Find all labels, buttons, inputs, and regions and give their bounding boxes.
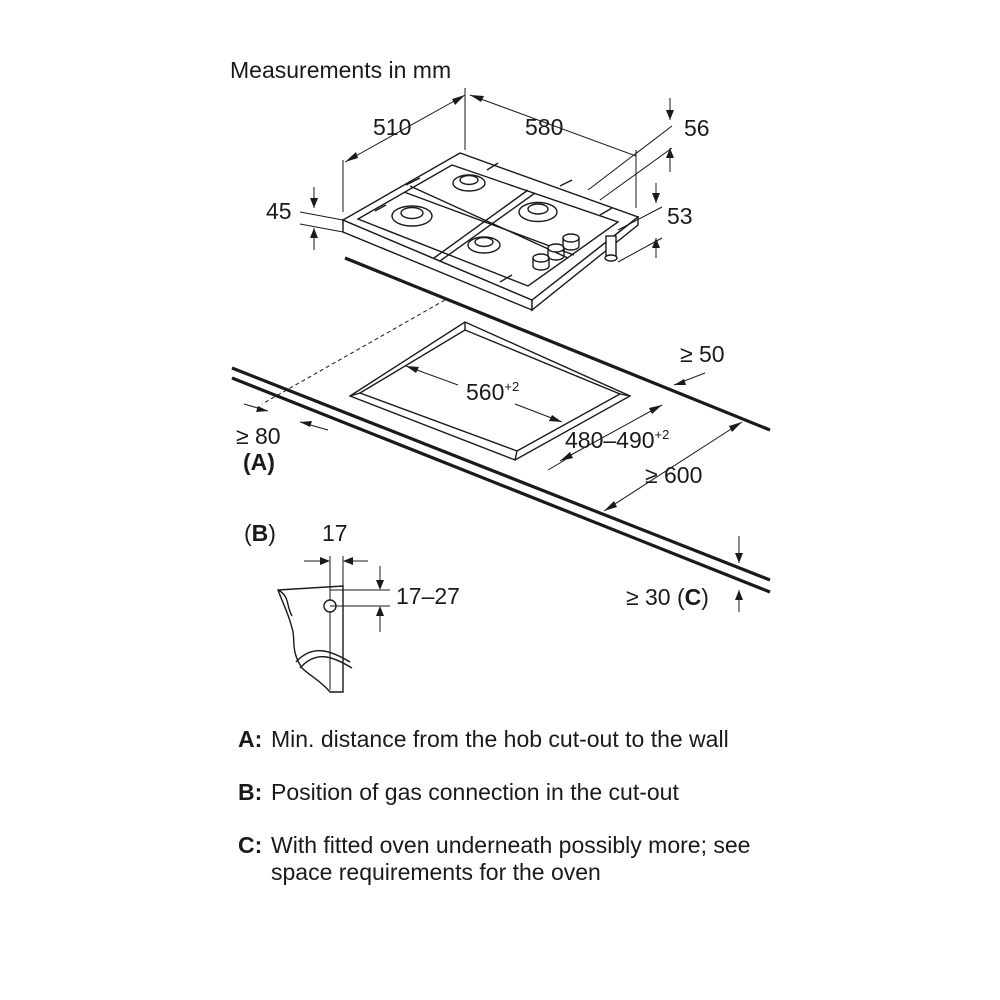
worktop-illustration (231, 256, 771, 594)
knob-icon (547, 243, 565, 261)
burner-icon (452, 174, 486, 192)
hob-body-height-label: 45 (266, 198, 292, 224)
hob-illustration (341, 152, 640, 312)
gas-connector-icon (604, 235, 618, 262)
hob-knob-height-label: 56 (684, 115, 710, 141)
gas-connection-detail (277, 556, 390, 693)
min-side-distance-label: ≥ 80 (236, 423, 281, 449)
min-worktop-thickness-label: ≥ 30 (C) (626, 584, 709, 610)
cutout-width-label: 560+2 (466, 379, 519, 405)
connector-height-label: 53 (667, 203, 693, 229)
gas-range-label: 17–27 (396, 583, 460, 609)
burner-icon (518, 201, 558, 223)
installation-diagram: Measurements in mm (230, 57, 771, 693)
burner-icon (391, 205, 433, 227)
legend-item-b: B: Position of gas connection in the cut… (238, 779, 798, 806)
legend-key: A: (238, 726, 263, 752)
hob-dimension-lines (299, 88, 674, 263)
label-b: (B) (244, 520, 276, 546)
legend: A: Min. distance from the hob cut-out to… (238, 726, 798, 912)
legend-key: B: (238, 779, 263, 805)
legend-item-c: C: With fitted oven underneath possibly … (238, 832, 798, 886)
hob-depth-label: 580 (525, 114, 563, 140)
gas-offset-label: 17 (322, 520, 348, 546)
cutout-dimension-lines (243, 365, 743, 612)
min-back-distance-label: ≥ 50 (680, 341, 725, 367)
legend-text: Position of gas connection in the cut-ou… (271, 779, 679, 805)
knob-icon (562, 233, 580, 251)
measurements-caption: Measurements in mm (230, 57, 451, 83)
cutout-depth-label: 480–490+2 (565, 427, 669, 453)
label-a: (A) (243, 449, 275, 475)
hob-width-label: 510 (373, 114, 411, 140)
legend-item-a: A: Min. distance from the hob cut-out to… (238, 726, 798, 753)
legend-text: Min. distance from the hob cut-out to th… (271, 726, 729, 752)
legend-key: C: (238, 832, 263, 858)
legend-text: With fitted oven underneath possibly mor… (271, 832, 751, 885)
burner-icon (467, 236, 501, 254)
min-worktop-depth-label: ≥ 600 (645, 462, 702, 488)
